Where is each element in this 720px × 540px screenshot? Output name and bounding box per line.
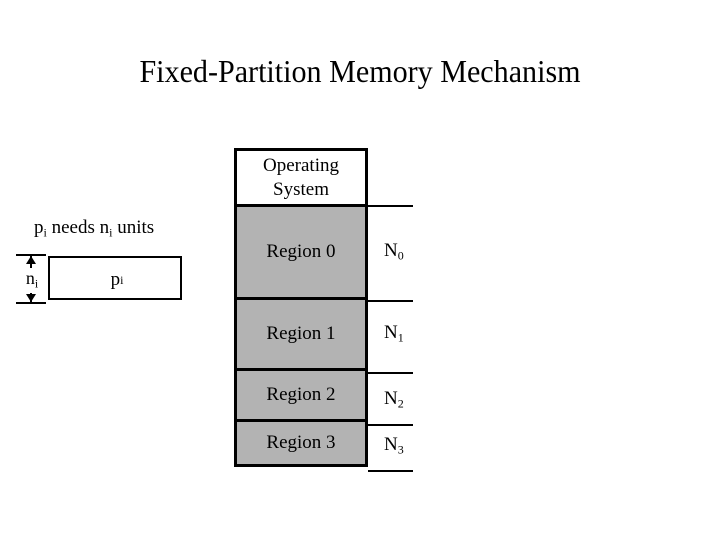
memory-cell-region-1: Region 1	[234, 297, 368, 371]
process-box-p: p	[110, 269, 121, 290]
measure-label-subscript: i	[34, 276, 39, 291]
caption-p: p	[34, 217, 44, 238]
os-label-line1: Operating	[263, 154, 339, 176]
size-label-n3: N3	[384, 434, 404, 460]
size-label-n0-text: N	[384, 240, 398, 261]
size-label-n1: N1	[384, 322, 404, 348]
size-label-n1-subscript: 1	[397, 330, 404, 345]
caption-n-subscript: i	[109, 225, 113, 240]
os-label-line2: System	[273, 178, 329, 200]
size-label-n0-subscript: 0	[397, 248, 404, 263]
memory-cell-region-2: Region 2	[234, 368, 368, 422]
region-2-label: Region 2	[266, 384, 336, 405]
region-3-label: Region 3	[266, 432, 336, 453]
caption-p-subscript: i	[43, 225, 47, 240]
caption-units: units	[112, 217, 155, 238]
size-rule-2	[368, 372, 413, 374]
size-label-n3-subscript: 3	[397, 442, 404, 457]
caption-needs-n: needs n	[46, 217, 110, 238]
size-label-n3-text: N	[384, 434, 398, 455]
size-rule-1	[368, 300, 413, 302]
memory-cell-region-3: Region 3	[234, 419, 368, 467]
memory-cell-operating-system: Operating System	[234, 148, 368, 207]
arrow-down-icon	[26, 294, 36, 302]
region-1-label: Region 1	[266, 323, 336, 344]
region-0-label: Region 0	[266, 241, 336, 262]
measure-cap-bottom-icon	[16, 302, 46, 304]
process-need-caption: pi needs ni units	[34, 216, 154, 244]
size-measure-arrow: ni	[16, 254, 48, 304]
size-label-n2-subscript: 2	[397, 396, 404, 411]
memory-stack: Operating System Region 0 Region 1 Regio…	[234, 148, 368, 467]
memory-cell-region-0: Region 0	[234, 204, 368, 300]
size-label-n2: N2	[384, 388, 404, 414]
arrow-up-icon	[26, 256, 36, 264]
size-label-n2-text: N	[384, 388, 398, 409]
size-label-n0: N0	[384, 240, 404, 266]
size-label-n1-text: N	[384, 322, 398, 343]
measure-cap-top-icon	[16, 254, 46, 256]
page-title: Fixed-Partition Memory Mechanism	[139, 53, 581, 89]
measure-label-n: n	[25, 268, 35, 288]
size-rule-0	[368, 205, 413, 207]
measure-label: ni	[19, 268, 45, 294]
process-box-subscript: i	[120, 272, 124, 287]
size-rule-3	[368, 424, 413, 426]
size-rule-4	[368, 470, 413, 472]
region-size-markers: N0 N1 N2 N3	[368, 148, 428, 478]
